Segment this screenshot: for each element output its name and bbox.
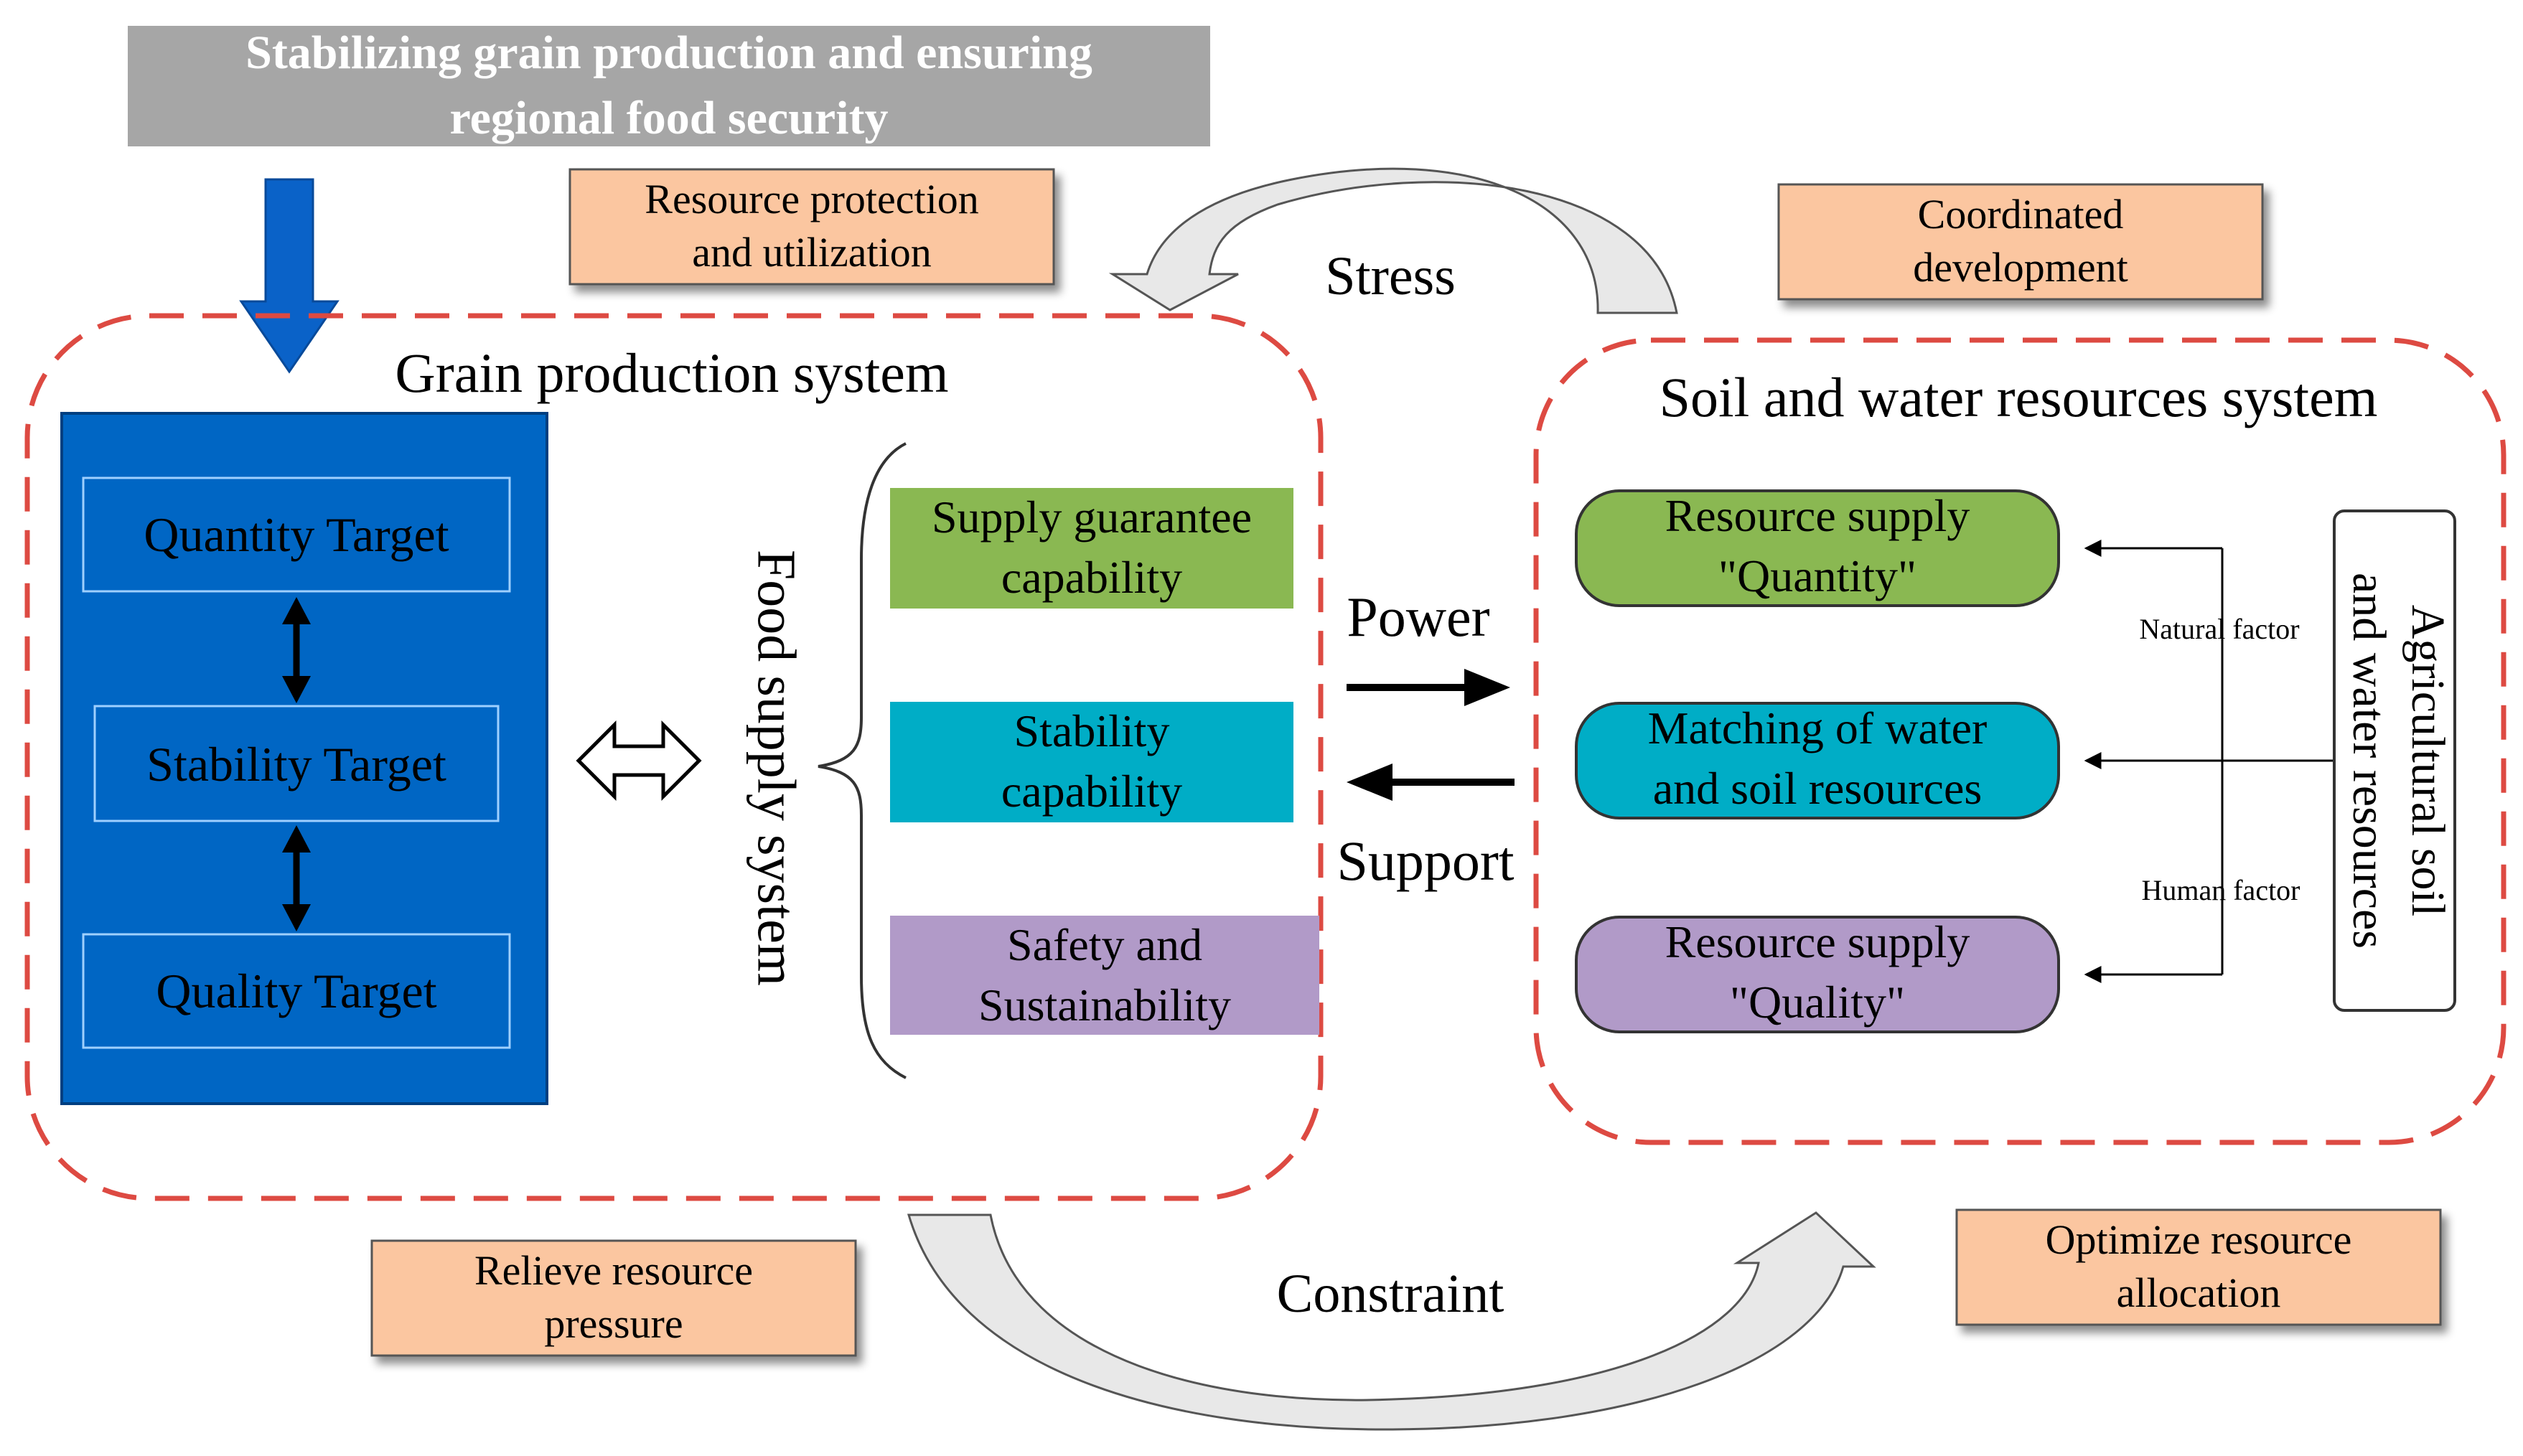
banner: Stabilizing grain production and ensurin…: [128, 26, 1210, 146]
note-optimize-line1: Optimize resource: [2046, 1216, 2352, 1263]
hollow-double-arrow-icon: [576, 720, 702, 802]
note-coordinated-line1: Coordinated: [1918, 191, 2124, 238]
note-relieve-line2: pressure: [544, 1300, 683, 1347]
svg-text:Matching of water: Matching of water: [1648, 703, 1988, 753]
svg-text:Stability: Stability: [1014, 705, 1170, 756]
resource-quantity: Resource supply "Quantity": [1575, 489, 2060, 607]
svg-text:capability: capability: [1001, 766, 1182, 817]
target-panel: [60, 412, 548, 1105]
svg-text:Quantity Target: Quantity Target: [144, 507, 449, 562]
note-coordinated-line2: development: [1913, 244, 2128, 291]
capability-stability: Stability capability: [890, 702, 1293, 822]
stability-target: Stability Target: [93, 705, 500, 822]
constraint-curve-arrow: [907, 1211, 1876, 1431]
capability-safety: Safety and Sustainability: [890, 916, 1319, 1035]
agricultural-resources-box: Agricultural soil and water resources: [2333, 509, 2456, 1012]
svg-text:and soil resources: and soil resources: [1653, 763, 1983, 814]
human-factor-label: Human factor: [2141, 874, 2300, 906]
quantity-target: Quantity Target: [82, 476, 511, 593]
soil-water-system-region: [1533, 337, 2506, 1145]
soil-water-system-title: Soil and water resources system: [1660, 366, 2378, 428]
support-label: Support: [1337, 830, 1514, 892]
svg-text:"Quantity": "Quantity": [1718, 550, 1916, 601]
note-optimize-line2: allocation: [2117, 1269, 2281, 1316]
power-arrow-icon: [1347, 669, 1510, 706]
note-coordinated: Coordinated development: [1777, 183, 2264, 301]
down-arrow-icon: [239, 178, 340, 374]
banner-line2: regional food security: [449, 92, 888, 144]
svg-text:Quality Target: Quality Target: [156, 964, 436, 1018]
svg-text:Sustainability: Sustainability: [978, 980, 1231, 1030]
quality-target: Quality Target: [82, 933, 511, 1049]
note-protection: Resource protection and utilization: [568, 168, 1055, 286]
constraint-label: Constraint: [1277, 1264, 1504, 1324]
factor-connectors: [2084, 540, 2334, 983]
svg-text:Resource supply: Resource supply: [1665, 916, 1970, 967]
double-arrow-icon: [282, 825, 311, 931]
svg-text:Stability Target: Stability Target: [146, 737, 446, 792]
stress-curve-arrow: [1108, 167, 1678, 314]
agri-label-line2: and water resources: [2343, 573, 2395, 949]
note-protection-line2: and utilization: [692, 229, 931, 276]
resource-quality: Resource supply "Quality": [1575, 916, 2060, 1033]
stress-label: Stress: [1325, 246, 1456, 306]
note-protection-line1: Resource protection: [645, 176, 978, 222]
support-arrow-icon: [1347, 764, 1515, 801]
svg-text:capability: capability: [1001, 552, 1182, 603]
capability-supply: Supply guarantee capability: [890, 488, 1293, 609]
svg-text:Safety and: Safety and: [1007, 919, 1202, 970]
svg-text:Supply guarantee: Supply guarantee: [932, 492, 1252, 543]
double-arrow-icon: [282, 597, 311, 703]
natural-factor-label: Natural factor: [2139, 613, 2299, 645]
note-optimize: Optimize resource allocation: [1955, 1208, 2442, 1326]
note-relieve: Relieve resource pressure: [370, 1239, 857, 1357]
note-relieve-line1: Relieve resource: [474, 1247, 753, 1294]
banner-line1: Stabilizing grain production and ensurin…: [245, 27, 1092, 79]
svg-text:"Quality": "Quality": [1730, 977, 1905, 1028]
svg-text:Resource supply: Resource supply: [1665, 490, 1970, 541]
grain-system-region: [24, 313, 1324, 1201]
food-supply-label: Food supply system: [746, 550, 807, 986]
brace: [818, 442, 907, 1079]
resource-matching: Matching of water and soil resources: [1575, 702, 2060, 819]
grain-system-title: Grain production system: [395, 342, 948, 404]
agri-label-line1: Agricultural soil: [2402, 605, 2454, 916]
power-label: Power: [1347, 586, 1489, 648]
